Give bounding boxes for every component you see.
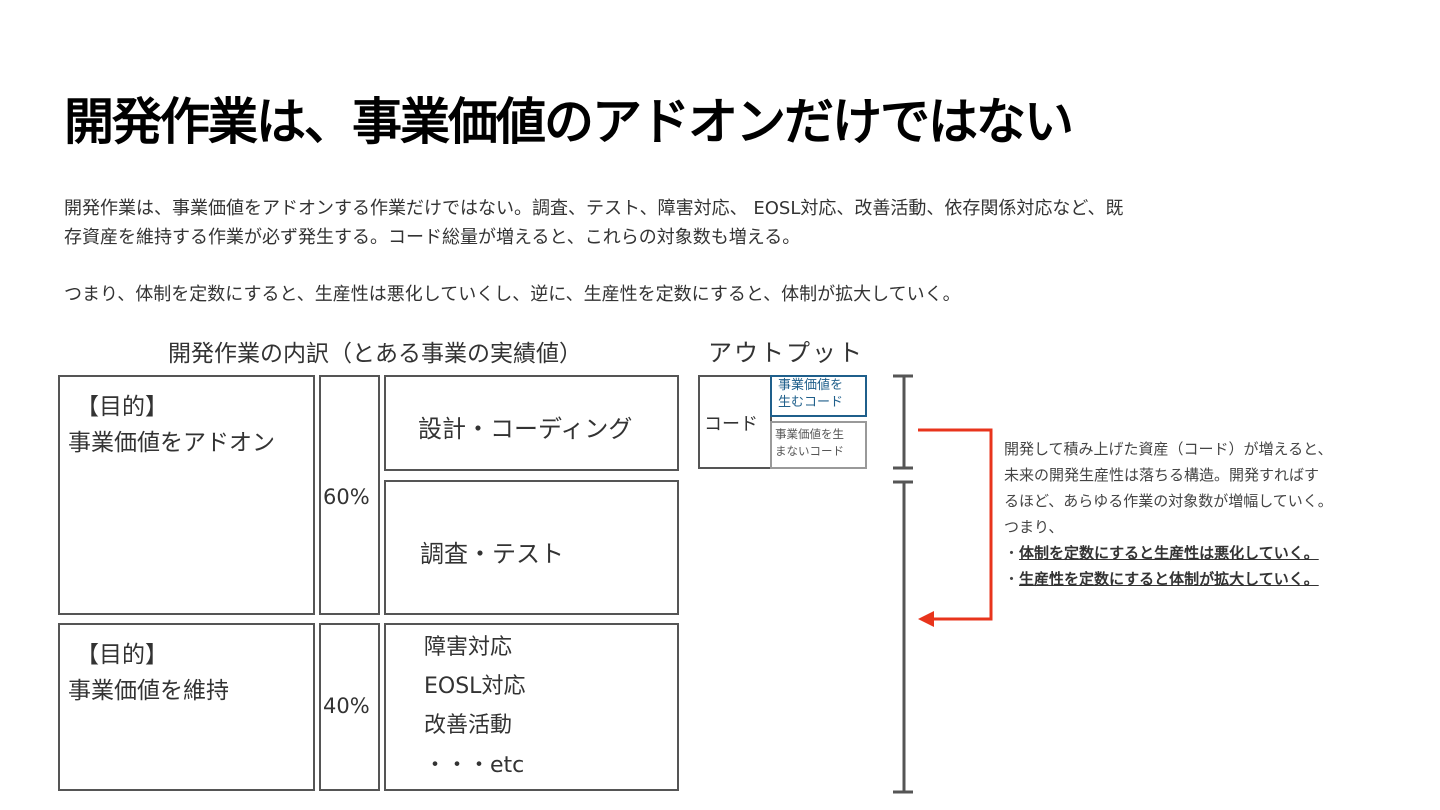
- intro-line-1: 開発作業は、事業価値をアドオンする作業だけではない。調査、テスト、障害対応、 E…: [64, 198, 1124, 219]
- purpose-maintain-value: 事業価値を維持: [68, 678, 229, 704]
- explanation-note: 開発して積み上げた資産（コード）が増えると、 未来の開発生産性は落ちる構造。開発…: [1004, 436, 1333, 592]
- breakdown-heading: 開発作業の内訳（とある事業の実績値）: [168, 341, 582, 367]
- task-design-box: 設計・コーディング: [384, 375, 679, 471]
- task-research-label: 調査・テスト: [420, 540, 564, 568]
- output-heading: アウトプット: [708, 339, 864, 367]
- note-bullet-1: ・体制を定数にすると生産性は悪化していく。: [1004, 544, 1319, 562]
- value-code-line1: 事業価値を: [778, 378, 844, 393]
- purpose-add-box: 【目的】 事業価値をアドオン: [58, 375, 315, 615]
- value-code-line2: 生むコード: [778, 395, 844, 410]
- note-bullet-2-text: 生産性を定数にすると体制が拡大していく。: [1019, 570, 1319, 588]
- note-line-3: るほど、あらゆる作業の対象数が増幅していく。: [1004, 492, 1333, 510]
- value-code-box: 事業価値を 生むコード: [770, 375, 867, 417]
- nonvalue-code-box: 事業価値を生 まないコード: [770, 421, 867, 469]
- note-bullet-2: ・生産性を定数にすると体制が拡大していく。: [1004, 570, 1319, 588]
- maintain-item: 改善活動: [424, 713, 513, 738]
- pct-maintain-box: 40%: [319, 623, 380, 791]
- purpose-maintain-box: 【目的】 事業価値を維持: [58, 623, 315, 791]
- slide-title: 開発作業は、事業価値のアドオンだけではない: [64, 93, 1074, 151]
- pct-maintain-value: 40%: [323, 694, 370, 718]
- bracket-maintain: [893, 480, 913, 794]
- code-box: コード: [698, 375, 772, 469]
- maintain-item: EOSL対応: [424, 674, 526, 699]
- maintain-item: 障害対応: [424, 635, 513, 660]
- purpose-add-value: 事業価値をアドオン: [68, 430, 275, 456]
- nonvalue-code-line2: まないコード: [775, 444, 844, 458]
- task-maintain-box: 障害対応 EOSL対応 改善活動 ・・・etc: [384, 623, 679, 791]
- purpose-maintain-label: 【目的】: [76, 642, 168, 668]
- purpose-add-label: 【目的】: [76, 394, 168, 420]
- intro-paragraph: 開発作業は、事業価値をアドオンする作業だけではない。調査、テスト、障害対応、 E…: [64, 194, 1384, 252]
- pct-add-value: 60%: [323, 485, 370, 509]
- pct-add-box: 60%: [319, 375, 380, 615]
- task-research-box: 調査・テスト: [384, 480, 679, 615]
- conclusion-paragraph: つまり、体制を定数にすると、生産性は悪化していくし、逆に、生産性を定数にすると、…: [64, 284, 961, 305]
- feedback-arrow: [918, 428, 993, 627]
- note-line-1: 開発して積み上げた資産（コード）が増えると、: [1004, 440, 1333, 458]
- note-line-2: 未来の開発生産性は落ちる構造。開発すればす: [1004, 466, 1320, 484]
- maintain-item: ・・・etc: [424, 753, 525, 778]
- task-design-label: 設計・コーディング: [418, 415, 633, 443]
- code-label: コード: [704, 414, 758, 435]
- note-line-4: つまり、: [1004, 518, 1064, 536]
- nonvalue-code-line1: 事業価値を生: [775, 427, 844, 441]
- bracket-add: [893, 374, 913, 470]
- intro-line-2: 存資産を維持する作業が必ず発生する。コード総量が増えると、これらの対象数も増える…: [64, 227, 801, 248]
- note-bullet-1-text: 体制を定数にすると生産性は悪化していく。: [1019, 544, 1319, 562]
